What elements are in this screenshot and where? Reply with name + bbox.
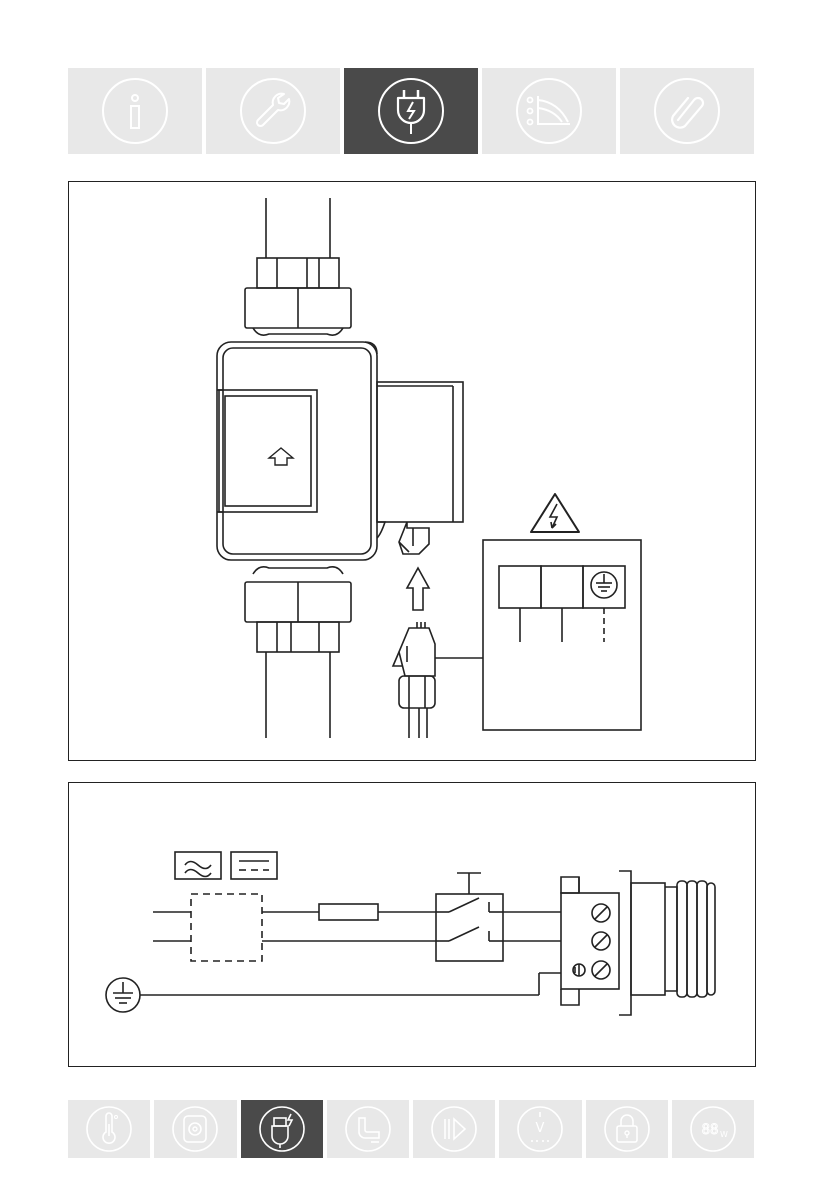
display-unit: W: [720, 1130, 728, 1139]
curve-settings-icon: [514, 76, 584, 146]
btab-display[interactable]: 88 W: [672, 1100, 754, 1158]
tab-info[interactable]: [68, 68, 202, 154]
btab-temperature[interactable]: [68, 1100, 150, 1158]
wrench-icon: [238, 76, 308, 146]
paperclip-icon: [652, 76, 722, 146]
play-icon: [429, 1104, 479, 1154]
circulation-icon: [170, 1104, 220, 1154]
info-icon: [100, 76, 170, 146]
btab-play[interactable]: [413, 1100, 495, 1158]
tab-settings[interactable]: [482, 68, 616, 154]
volume-icon: V: [515, 1104, 565, 1154]
bottom-tab-bar: V 88 W: [68, 1100, 754, 1158]
volume-label: V: [536, 1121, 545, 1136]
pump-power-icon: [257, 1104, 307, 1154]
electrical-plug-icon: [376, 76, 446, 146]
lock-icon: [602, 1104, 652, 1154]
btab-circulation[interactable]: [154, 1100, 236, 1158]
btab-electrical[interactable]: [241, 1100, 323, 1158]
pump-connection-diagram: [68, 181, 756, 761]
thermometer-icon: [84, 1104, 134, 1154]
tab-electrical[interactable]: [344, 68, 478, 154]
pump-drawing: [69, 182, 755, 760]
display-88w-icon: 88 W: [688, 1104, 738, 1154]
schematic-drawing: [69, 783, 755, 1066]
tab-installation[interactable]: [206, 68, 340, 154]
pipe-icon: [343, 1104, 393, 1154]
btab-lock[interactable]: [586, 1100, 668, 1158]
wiring-schematic: [68, 782, 756, 1067]
btab-pipe[interactable]: [327, 1100, 409, 1158]
top-tab-bar: [68, 68, 754, 154]
btab-volume[interactable]: V: [499, 1100, 581, 1158]
display-digits: 88: [701, 1122, 718, 1138]
tab-attachments[interactable]: [620, 68, 754, 154]
